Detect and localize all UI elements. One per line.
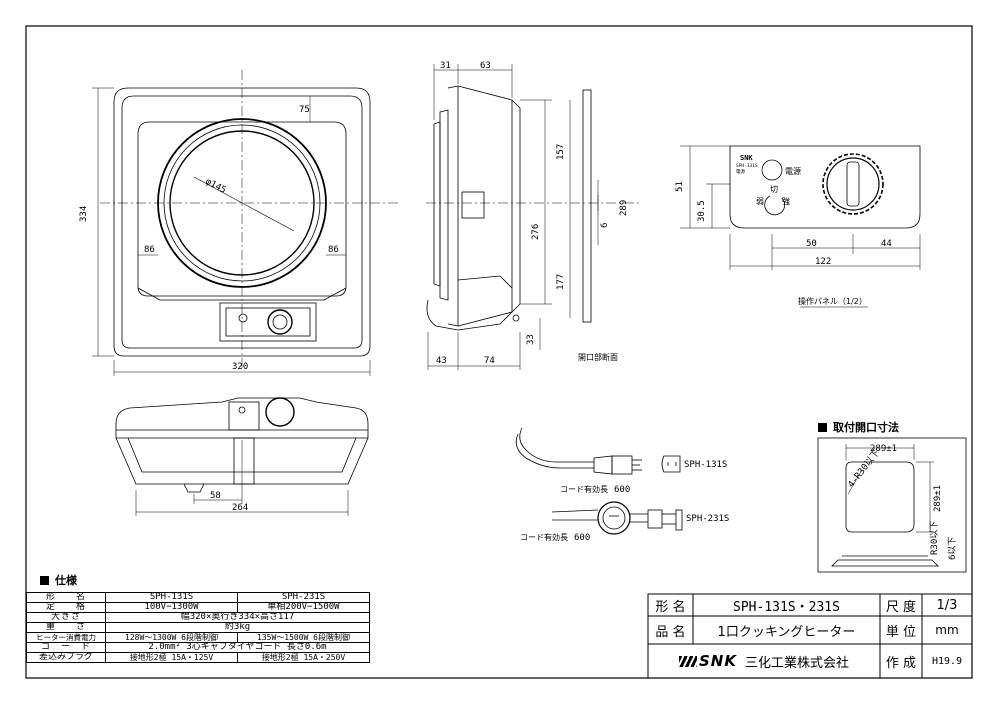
spec-section-title: 仕様 [40,572,77,588]
spec-row: 定 格 100V−1300W 単相200V−1500W [26,602,370,613]
dim-section-6: 6 [600,223,610,228]
plug-131-model: SPH-131S [684,460,727,470]
spec-cell: SPH-131S [105,592,238,603]
cord-label-2: コード有効長 [520,532,568,542]
dim-side-74: 74 [484,356,495,366]
plug-231-model: SPH-231S [686,514,729,524]
dim-panel-51: 51 [675,181,685,192]
spec-row: 差込みプラグ 接地形2極 15A・125V 接地形2極 15A・250V [26,652,370,663]
spec-cell: 135W〜1500W 6段階制御 [237,632,370,643]
spec-cell: 接地形2極 15A・125V [105,652,238,663]
panel-off-label: 切 [770,185,778,194]
dim-panel-30-5: 30.5 [697,200,707,222]
spec-key: ヒーター消費電力 [26,632,106,643]
cutout-radius: 4-R30以下 [846,448,882,490]
panel-small-label: 電源 [736,168,745,175]
cutout-height: 289±1 [933,485,943,512]
company-logo: SNK [679,652,737,670]
spec-cell: 128W〜1300W 6段階制御 [105,632,238,643]
cord-value-2: 600 [574,533,590,543]
title-name-value: 1口クッキングヒーター [717,624,856,640]
cord-value-1: 600 [614,485,630,495]
title-model-key: 形 名 [655,599,686,615]
dim-side-177: 177 [556,274,566,290]
dim-side-276: 276 [531,224,541,240]
dim-top-width: 320 [232,362,248,372]
dim-side-33: 33 [526,334,536,345]
spec-key: 重 さ [26,622,106,633]
title-unit-value: mm [935,623,959,637]
spec-row: コ ー ド 2.0mm² 3心キャブタイヤコード 長さ0.6m [26,642,370,653]
title-created-value: H19.9 [931,655,963,667]
title-scale-key: 尺 度 [885,599,917,615]
dim-top-86-right: 86 [328,245,339,255]
spec-key: 差込みプラグ [26,652,106,663]
side-view [426,85,592,331]
cutout-title-text: 取付開口寸法 [833,421,899,434]
plug-231 [551,501,683,535]
dim-panel-50: 50 [806,239,817,249]
cutout-width: 289±1 [870,444,897,454]
dim-side-31: 31 [440,61,451,71]
spec-key: コ ー ド [26,642,106,653]
title-model-value: SPH-131S・231S [733,599,840,615]
spec-cell: 単相200V−1500W [237,602,370,613]
panel-model: SPH-131S [736,163,758,169]
cutout-diagram [817,437,967,573]
spec-cell: 100V−1300W [105,602,238,613]
spec-key: 形 名 [26,592,106,603]
company-name: 三化工業株式会社 [744,655,849,671]
panel-indicator-label: 電源 [785,167,801,176]
spec-cell: 接地形2極 15A・250V [237,652,370,663]
spec-cell: 約3kg [105,622,370,633]
spec-key: 大きさ [26,612,106,623]
dim-section-289: 289 [619,200,629,216]
title-name-key: 品 名 [655,624,686,640]
section-label: 開口部断面 [578,352,618,362]
control-panel [729,145,921,229]
dim-side-63: 63 [480,61,491,71]
dim-front-264: 264 [232,503,248,513]
title-created-key: 作 成 [885,655,917,671]
dim-front-58: 58 [210,491,221,501]
spec-cell: 2.0mm² 3心キャブタイヤコード 長さ0.6m [105,642,370,653]
cutout-rim: R30以下 [930,521,940,555]
cutout-section-title: 取付開口寸法 [818,419,899,435]
panel-strong-label: 強 [782,196,790,206]
spec-title-text: 仕様 [55,574,77,587]
spec-cell: SPH-231S [237,592,370,603]
panel-caption: 操作パネル（1/2） [798,296,867,306]
spec-table: 形 名 SPH-131S SPH-231S 定 格 100V−1300W 単相2… [26,592,370,663]
spec-key: 定 格 [26,602,106,613]
dim-top-height: 334 [79,206,89,222]
dim-panel-44: 44 [881,239,892,249]
dim-side-157: 157 [556,144,566,160]
panel-weak-label: 弱 [756,197,764,206]
dim-top-86-left: 86 [144,245,155,255]
cutout-thickness: 6以下 [948,537,958,560]
spec-cell: 幅320×奥行き334×高さ117 [105,612,370,623]
plug-131 [515,427,681,475]
logo-stripes-icon [679,656,697,667]
dim-side-43: 43 [436,356,447,366]
spec-row: 重 さ 約3kg [26,622,370,633]
company-block: SNK 三化工業株式会社 [648,644,880,678]
dim-top-75: 75 [299,105,310,115]
spec-row: 大きさ 幅320×奥行き334×高さ117 [26,612,370,623]
dim-panel-122: 122 [815,257,831,267]
cord-label-1: コード有効長 [560,484,608,494]
title-unit-key: 単 位 [885,624,917,640]
spec-row: ヒーター消費電力 128W〜1300W 6段階制御 135W〜1500W 6段階… [26,632,370,643]
panel-brand: SNK [740,154,753,162]
dim-top-diameter: φ145 [204,177,228,196]
title-scale-value: 1/3 [936,597,958,613]
spec-header-row: 形 名 SPH-131S SPH-231S [26,592,370,603]
